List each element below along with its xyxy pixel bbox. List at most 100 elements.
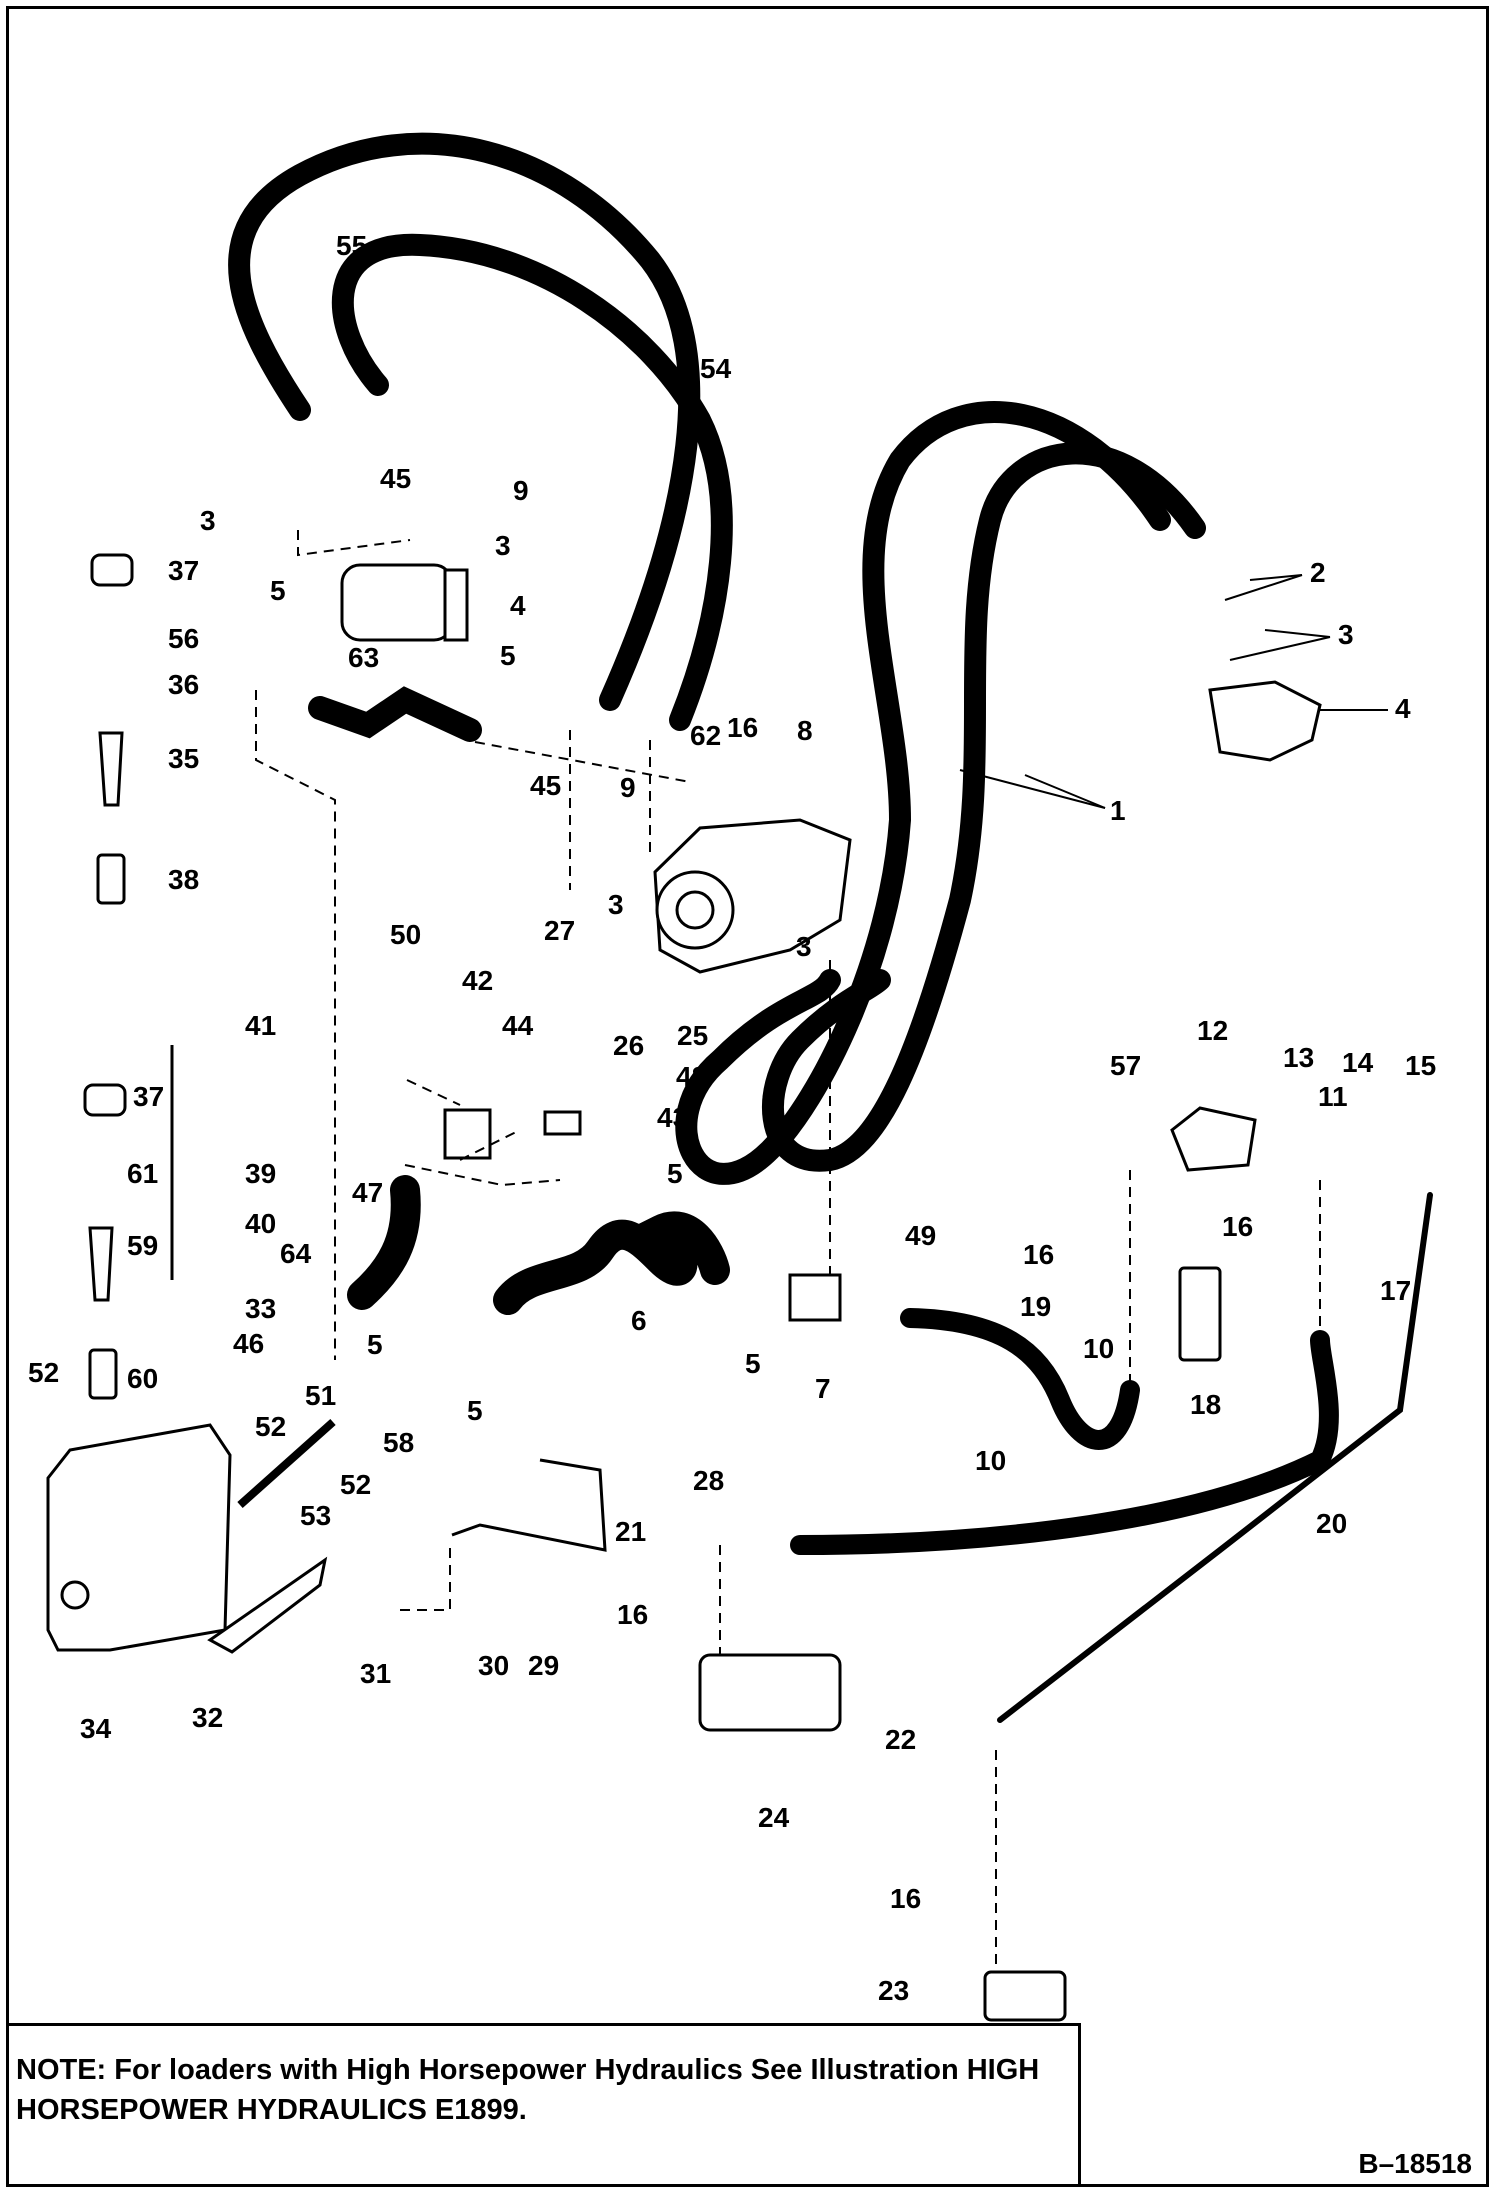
part-label-10: 10	[975, 1445, 1006, 1476]
part-label-29: 29	[528, 1650, 559, 1681]
part-label-45: 45	[530, 770, 561, 801]
part-label-37: 37	[168, 555, 199, 586]
part-label-1: 1	[1110, 795, 1126, 826]
part-label-60: 60	[127, 1363, 158, 1394]
part-label-19: 19	[1020, 1291, 1051, 1322]
part-label-61: 61	[127, 1158, 158, 1189]
part-label-28: 28	[693, 1465, 724, 1496]
part-label-2: 2	[1310, 557, 1326, 588]
part-label-34: 34	[80, 1713, 112, 1744]
filter-head-12	[1170, 1106, 1257, 1172]
part-label-62: 62	[690, 720, 721, 751]
valve-24	[698, 1653, 842, 1732]
breather-60	[88, 1348, 118, 1400]
bar-53	[237, 1419, 336, 1508]
part-label-5: 5	[367, 1329, 383, 1360]
part-label-16: 16	[890, 1883, 921, 1914]
part-label-3: 3	[796, 931, 812, 962]
part-label-14: 14	[1342, 1047, 1374, 1078]
part-label-54: 54	[700, 353, 732, 384]
part-label-31: 31	[360, 1658, 391, 1689]
part-label-51: 51	[305, 1380, 336, 1411]
part-label-40: 40	[245, 1208, 276, 1239]
hose-10-lower	[790, 1330, 1339, 1555]
pump-4-left	[340, 563, 454, 642]
part-label-57: 57	[1110, 1050, 1141, 1081]
part-label-52: 52	[28, 1357, 59, 1388]
part-label-63: 63	[348, 642, 379, 673]
hose-1a	[675, 401, 1171, 1185]
hose-10-upper	[900, 1308, 1140, 1450]
part-label-39: 39	[245, 1158, 276, 1189]
bracket-28	[451, 1458, 607, 1552]
part-label-3: 3	[200, 505, 216, 536]
part-label-20: 20	[1316, 1508, 1347, 1539]
breather-38	[96, 853, 126, 905]
part-label-33: 33	[245, 1293, 276, 1324]
part-label-16: 16	[727, 712, 758, 743]
part-label-24: 24	[758, 1802, 790, 1833]
part-label-41: 41	[245, 1010, 276, 1041]
part-label-42: 42	[462, 965, 493, 996]
part-label-5: 5	[467, 1395, 483, 1426]
tube-20	[997, 1192, 1433, 1723]
part-label-5: 5	[270, 575, 286, 606]
part-label-58: 58	[383, 1427, 414, 1458]
part-label-3: 3	[495, 530, 511, 561]
strainer-59	[88, 1226, 114, 1302]
part-label-8: 8	[797, 715, 813, 746]
part-label-16: 16	[1023, 1239, 1054, 1270]
hose-6	[493, 1211, 730, 1315]
part-label-15: 15	[1405, 1050, 1436, 1081]
part-label-16: 16	[617, 1599, 648, 1630]
part-label-18: 18	[1190, 1389, 1221, 1420]
part-label-3: 3	[1338, 619, 1354, 650]
part-label-23: 23	[878, 1975, 909, 2006]
part-label-32: 32	[192, 1702, 223, 1733]
tank-34	[46, 1423, 232, 1652]
part-label-25: 25	[677, 1020, 708, 1051]
hose-63	[308, 686, 482, 742]
part-label-48: 48	[676, 1061, 707, 1092]
part-label-30: 30	[478, 1650, 509, 1681]
part-label-21: 21	[615, 1516, 646, 1547]
part-label-22: 22	[885, 1724, 916, 1755]
part-label-45: 45	[380, 463, 411, 494]
note-line-2: HORSEPOWER HYDRAULICS E1899.	[16, 2094, 527, 2126]
part-label-53: 53	[300, 1500, 331, 1531]
fitting-43	[543, 1110, 582, 1136]
filter-18	[1178, 1266, 1222, 1362]
part-label-13: 13	[1283, 1042, 1314, 1073]
part-label-12: 12	[1197, 1015, 1228, 1046]
part-label-50: 50	[390, 919, 421, 950]
hose-54	[331, 233, 733, 731]
part-label-52: 52	[340, 1469, 371, 1500]
strainer-35	[98, 731, 124, 807]
part-label-44: 44	[502, 1010, 534, 1041]
part-label-55: 55	[336, 230, 367, 261]
part-label-10: 10	[1083, 1333, 1114, 1364]
part-label-9: 9	[513, 475, 529, 506]
hose-55	[228, 132, 701, 711]
cap-37-top	[90, 553, 134, 587]
part-label-4: 4	[510, 590, 526, 621]
part-label-38: 38	[168, 864, 199, 895]
part-label-59: 59	[127, 1230, 158, 1261]
part-label-9: 9	[620, 772, 636, 803]
part-label-11: 11	[1318, 1081, 1348, 1112]
diagram-frame	[6, 6, 1489, 2187]
part-label-36: 36	[168, 669, 199, 700]
block-23	[983, 1970, 1067, 2022]
part-label-56: 56	[168, 623, 199, 654]
part-label-26: 26	[613, 1030, 644, 1061]
part-label-5: 5	[667, 1158, 683, 1189]
note-box: NOTE: For loaders with High Horsepower H…	[6, 2023, 1081, 2187]
part-label-43: 43	[657, 1102, 688, 1133]
part-label-64: 64	[280, 1238, 312, 1269]
valve-7	[788, 1273, 842, 1322]
part-label-49: 49	[905, 1220, 936, 1251]
part-label-46: 46	[233, 1328, 264, 1359]
note-line-1: NOTE: For loaders with High Horsepower H…	[16, 2054, 1040, 2086]
cap-37-lower	[83, 1083, 127, 1117]
